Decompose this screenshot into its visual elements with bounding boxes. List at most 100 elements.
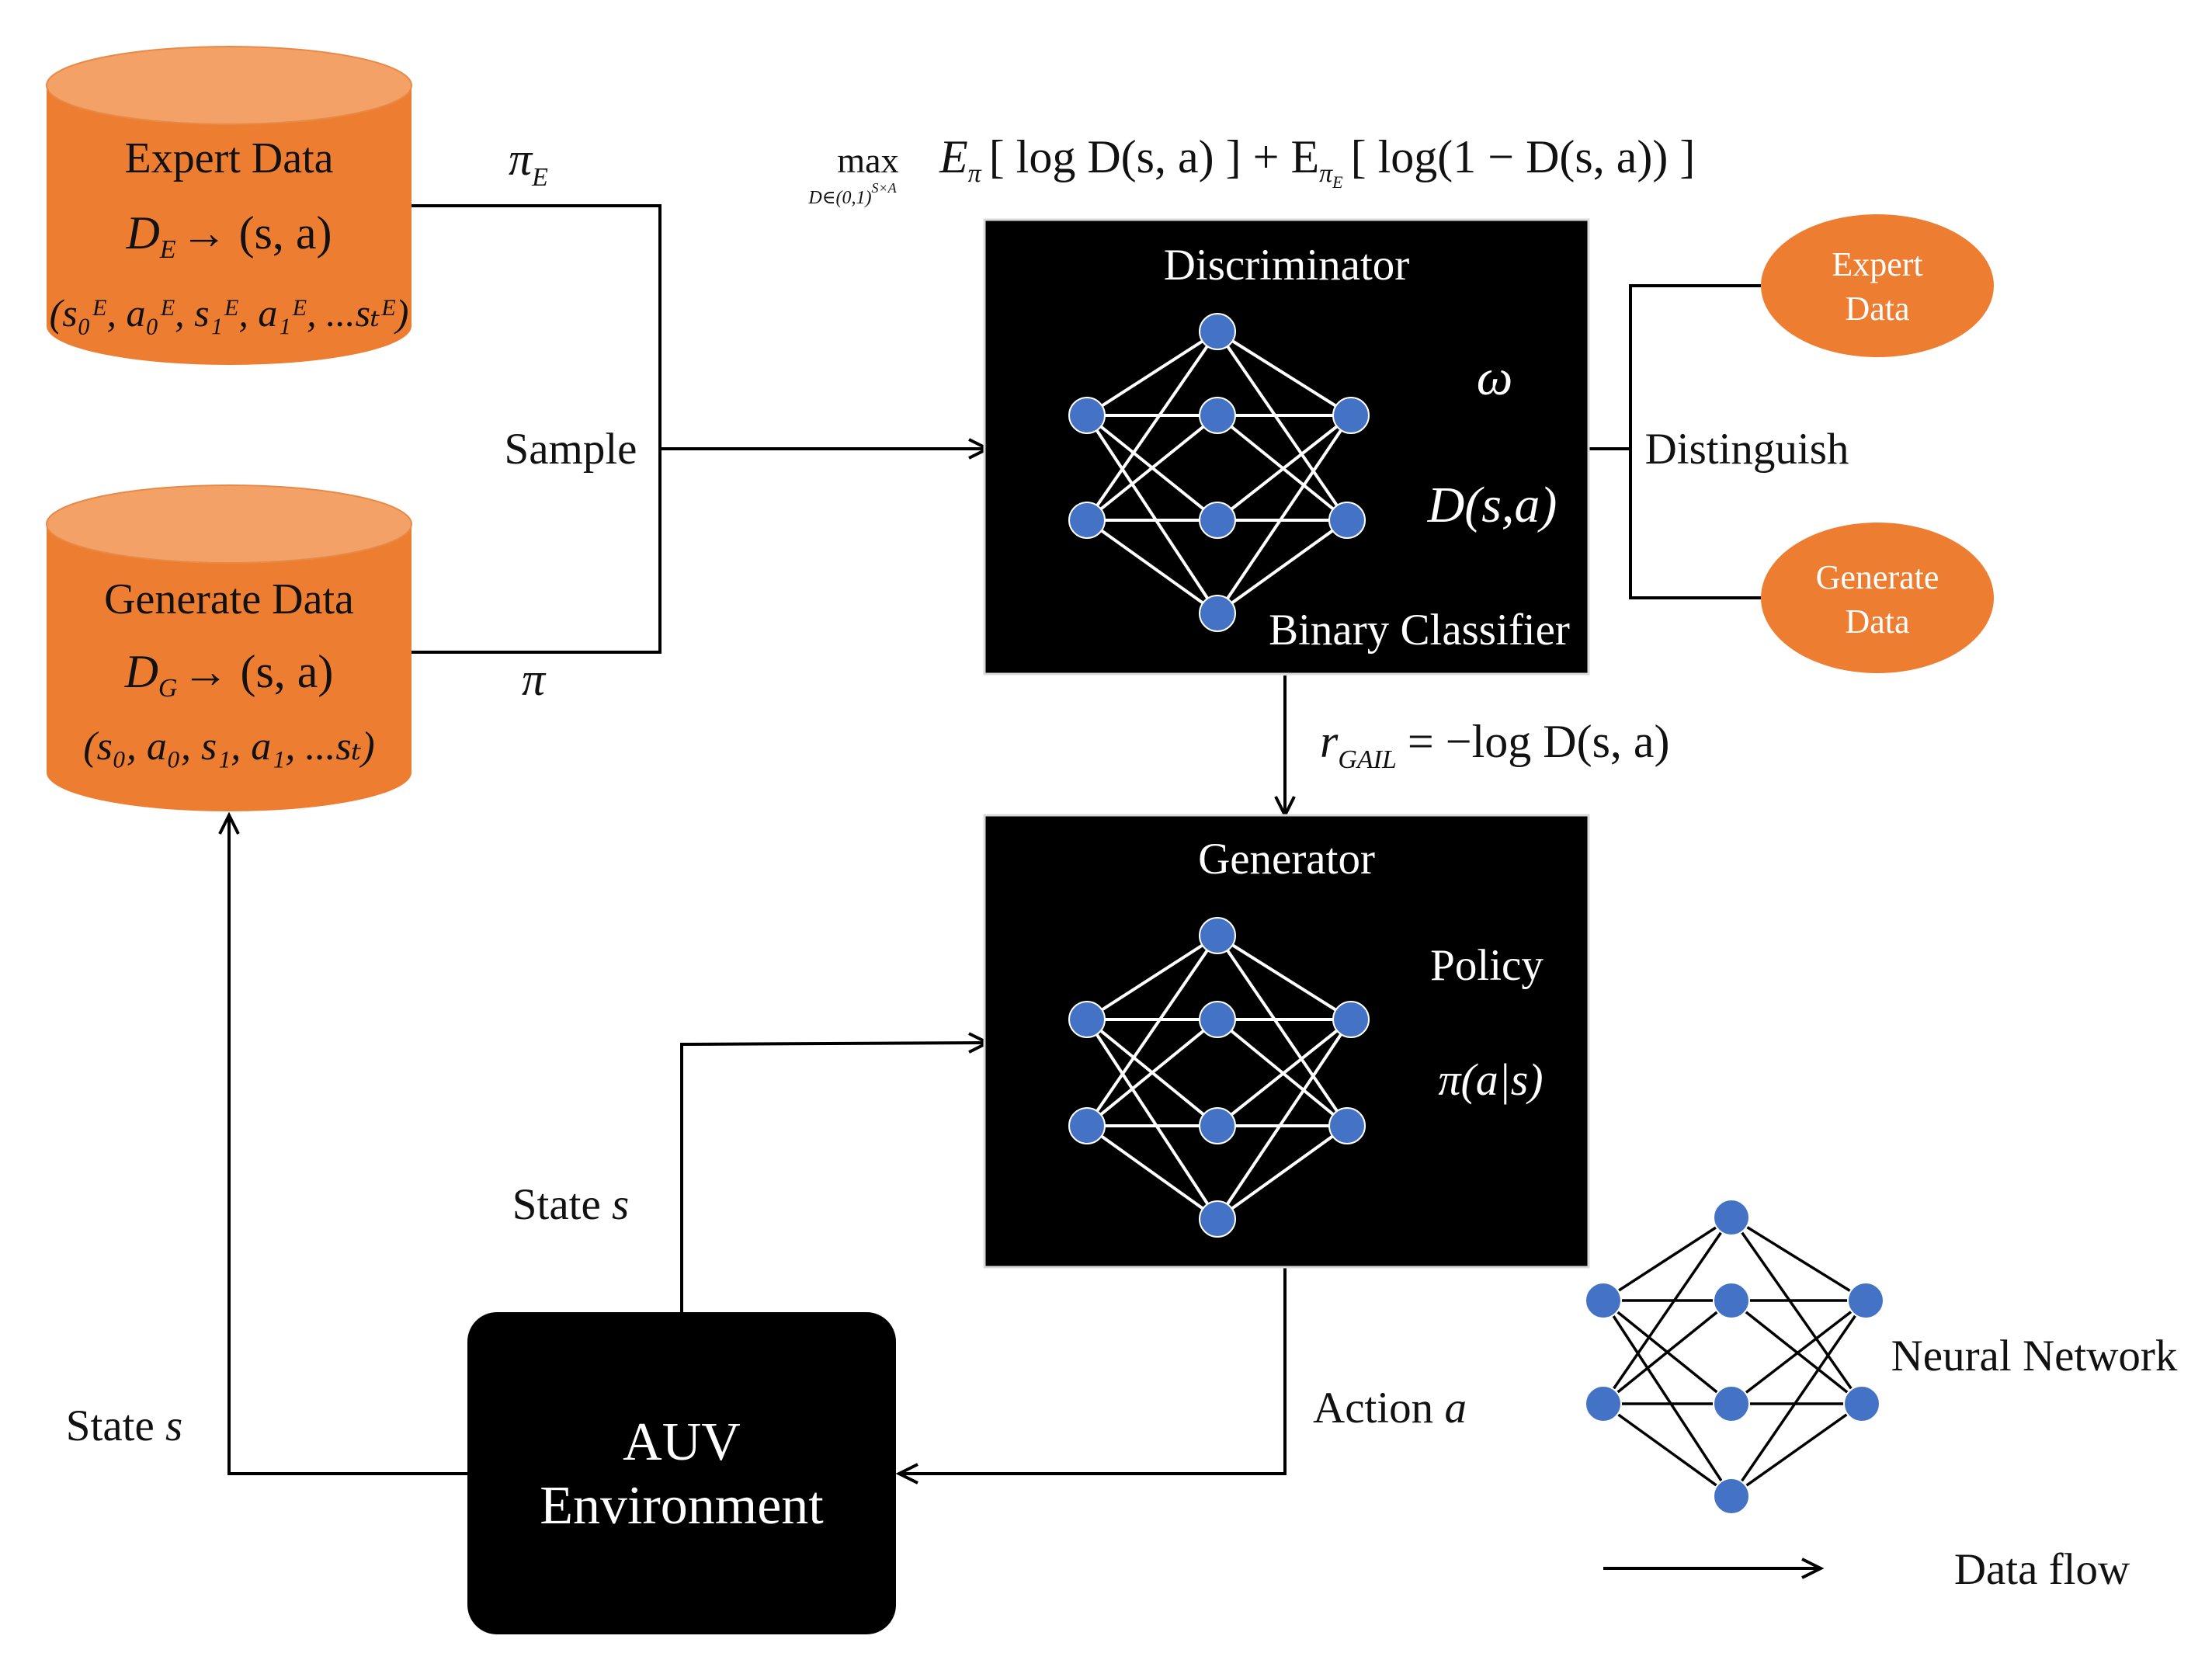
network-node <box>1332 397 1370 434</box>
generator-network <box>1068 917 1370 1238</box>
svg-text:Data: Data <box>1845 290 1909 328</box>
legend-network <box>1585 1199 1884 1515</box>
sample-label: Sample <box>505 425 637 474</box>
reward-formula: rGAIL= −log D(s, a) <box>1320 716 1670 774</box>
environment-line2: Environment <box>540 1476 824 1536</box>
network-edge <box>1085 414 1219 615</box>
network-node <box>1585 1282 1622 1319</box>
generate-data-mapping: DG→ (s, a) <box>124 646 334 703</box>
svg-text:Data: Data <box>1845 603 1909 641</box>
environment-line1: AUV <box>623 1412 741 1472</box>
network-edge <box>1730 1216 1863 1405</box>
network-edge <box>1216 414 1353 522</box>
network-edge <box>1730 1299 1867 1405</box>
state-arrow-upper <box>680 1043 988 1312</box>
svg-text:D∈(0,1)S×A: D∈(0,1)S×A <box>807 180 897 208</box>
network-edge <box>1602 1299 1733 1405</box>
network-node <box>1068 397 1106 434</box>
auv-environment: AUV Environment <box>467 1312 896 1634</box>
network-node <box>1199 1107 1236 1144</box>
network-node <box>1068 1001 1106 1038</box>
state-arrow-left <box>229 815 467 1475</box>
network-node <box>1585 1385 1622 1422</box>
network-edge <box>1085 330 1219 417</box>
discriminator-panel: Discriminator ω D(s,a) Binary Classifier <box>983 218 1590 675</box>
network-node <box>1332 1001 1370 1038</box>
expert-data-mapping: DE→ (s, a) <box>125 207 332 264</box>
network-edge <box>1216 519 1349 615</box>
network-node <box>1713 1199 1750 1236</box>
neural-network-label: Neural Network <box>1891 1332 2178 1380</box>
network-node <box>1199 397 1236 434</box>
expert-trajectory: (s₀ᴱ, a₀ᴱ, s₁ᴱ, a₁ᴱ, ...sₜᴱ) <box>50 291 409 335</box>
network-node <box>1843 1385 1880 1422</box>
omega-label: ω <box>1477 349 1513 406</box>
network-edge <box>1602 1402 1733 1498</box>
network-edge <box>1216 1124 1349 1221</box>
network-edge <box>1731 1216 1866 1302</box>
network-edge <box>1216 330 1353 417</box>
svg-text:max: max <box>837 141 898 180</box>
network-node <box>1199 1200 1236 1238</box>
discriminator-title: Discriminator <box>1164 241 1410 290</box>
generate-data-cylinder: Generate Data DG→ (s, a) (s₀, a₀, s₁, a₁… <box>46 484 412 811</box>
policy-label: Policy <box>1430 941 1544 990</box>
generate-trajectory: (s₀, a₀, s₁, a₁, ...sₜ) <box>83 724 374 769</box>
action-a-label: Action a <box>1313 1384 1467 1433</box>
network-edge <box>1216 934 1349 1127</box>
network-edge <box>1085 330 1219 522</box>
generator-panel: Generator Policy π(a|s) <box>983 814 1590 1269</box>
network-edge <box>1602 1300 1733 1497</box>
svg-text:Eπ[ log D(s, a) ] + EπE[ log(1: Eπ[ log D(s, a) ] + EπE[ log(1 − D(s, a)… <box>939 131 1695 192</box>
network-edge <box>1602 1217 1733 1405</box>
network-node <box>1199 502 1236 539</box>
network-edge <box>1085 934 1219 1021</box>
network-node <box>1199 917 1236 954</box>
network-edge <box>1085 1018 1219 1127</box>
network-edge <box>1085 1018 1219 1221</box>
network-edge <box>1603 1216 1732 1302</box>
dsa-label: D(s,a) <box>1427 477 1557 533</box>
network-edge <box>1216 330 1349 522</box>
state-s-upper-label: State s <box>512 1180 629 1229</box>
pi-a-given-s-label: π(a|s) <box>1438 1054 1543 1105</box>
svg-text:Generate: Generate <box>1816 558 1939 596</box>
network-node <box>1068 502 1106 539</box>
network-node <box>1713 1385 1750 1422</box>
gail-objective: max D∈(0,1)S×A Eπ[ log D(s, a) ] + EπE[ … <box>807 131 1695 208</box>
network-edge <box>1085 519 1219 615</box>
action-arrow <box>899 1267 1287 1474</box>
network-node <box>1847 1282 1884 1319</box>
discriminator-network <box>1068 313 1370 632</box>
distinguish-label: Distinguish <box>1645 425 1849 474</box>
expert-data-ellipse: Expert Data <box>1761 214 1994 357</box>
network-node <box>1713 1282 1750 1319</box>
generate-data-title: Generate Data <box>104 575 354 623</box>
generate-data-ellipse: Generate Data <box>1761 523 1994 673</box>
pi-e-label: πE <box>509 134 548 192</box>
binary-classifier-label: Binary Classifier <box>1269 606 1570 655</box>
network-node <box>1199 595 1236 632</box>
network-node <box>1199 313 1236 350</box>
network-edge <box>1085 414 1219 522</box>
network-edge <box>1085 934 1219 1127</box>
expert-data-cylinder: Expert Data DE→ (s, a) (s₀ᴱ, a₀ᴱ, s₁ᴱ, a… <box>46 46 412 365</box>
network-edge <box>1216 934 1353 1021</box>
svg-text:Expert: Expert <box>1832 245 1922 283</box>
state-s-left-label: State s <box>66 1401 182 1450</box>
network-node <box>1068 1107 1106 1144</box>
network-node <box>1328 502 1366 539</box>
network-edge <box>1730 1402 1863 1498</box>
flow-lines <box>229 204 1821 1568</box>
network-edge <box>1216 1018 1353 1127</box>
network-edge <box>1216 1018 1353 1221</box>
pi-label: π <box>522 654 547 705</box>
network-node <box>1328 1107 1366 1144</box>
network-edge <box>1730 1300 1867 1497</box>
data-flow-label: Data flow <box>1954 1545 2130 1594</box>
network-edge <box>1085 1124 1219 1221</box>
network-edge <box>1216 414 1353 615</box>
network-node <box>1199 1001 1236 1038</box>
expert-data-title: Expert Data <box>125 134 334 182</box>
